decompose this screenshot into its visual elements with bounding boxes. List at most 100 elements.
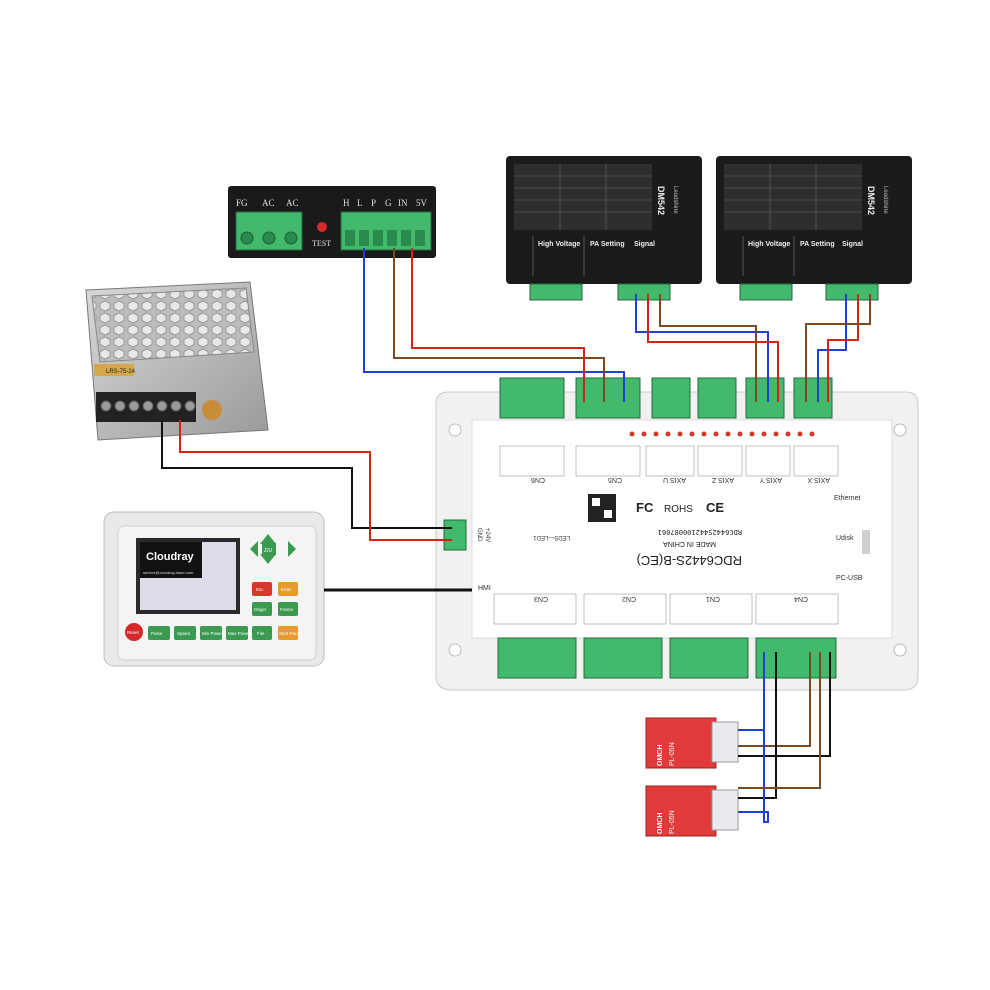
driver-1-signal-terminal xyxy=(617,283,671,301)
led-label: LEDS—LED1 xyxy=(533,534,570,540)
udisk-port[interactable] xyxy=(862,530,870,554)
frame-button[interactable] xyxy=(278,602,298,616)
ethernet-label: Ethernet xyxy=(834,495,861,502)
sensor-1-model: PL-05N xyxy=(669,742,676,766)
min-power-button[interactable] xyxy=(200,626,222,640)
laser-power-supply: FG AC AC TEST H L P G IN 5V xyxy=(228,186,436,258)
wire-brown-sensor2 xyxy=(738,652,821,789)
wire-brown-sensor1 xyxy=(738,652,811,747)
reset-label: Reset xyxy=(127,630,140,635)
speed-button[interactable] xyxy=(174,626,196,640)
wire-red-24v xyxy=(179,420,452,541)
file-button[interactable] xyxy=(252,626,272,640)
wires xyxy=(161,248,871,823)
driver-2-brand: Leadshine xyxy=(882,186,888,214)
stepper-driver-1: DM542 Leadshine High Voltage PA Setting … xyxy=(506,156,702,301)
psu-label-ac2: AC xyxy=(286,198,299,208)
mount-hole xyxy=(893,423,907,437)
pulse-button[interactable] xyxy=(148,626,170,640)
label-cn5: CN5 xyxy=(608,476,622,483)
enter-label: Enter xyxy=(281,587,292,592)
pulse-label: Pulse xyxy=(151,631,163,636)
bottom-terminals xyxy=(497,637,837,679)
wire-blue-laser-l xyxy=(363,248,625,402)
wire-blue-sensor2 xyxy=(738,730,769,823)
driver-1-power-terminal xyxy=(529,283,583,301)
wire-brown-driver2 xyxy=(805,294,871,402)
made-in-china: MADE IN CHINA xyxy=(663,540,716,547)
wire-blue-driver2 xyxy=(817,294,847,402)
label-axis-u: AXIS U xyxy=(663,476,686,483)
wire-red-laser-in xyxy=(411,248,585,402)
arrow-left-icon[interactable] xyxy=(250,541,258,557)
start-pause-button[interactable] xyxy=(278,626,298,640)
label-cn3: CN3 xyxy=(534,595,548,602)
psu-label-in: IN xyxy=(398,198,408,208)
origin-button[interactable] xyxy=(252,602,272,616)
board-power-24v: +24V xyxy=(484,528,490,542)
psu-right-terminal-labels: H L P G IN 5V xyxy=(343,198,428,208)
bottom-connector-labels: CN3 CN2 CN1 CN4 xyxy=(493,593,839,625)
psu-label-ac1: AC xyxy=(262,198,275,208)
lcd-logo-area xyxy=(140,542,202,578)
board-face xyxy=(471,419,893,639)
mount-hole xyxy=(448,423,462,437)
led-row xyxy=(629,431,815,437)
driver-2-pa: PA Setting xyxy=(800,241,835,248)
max-power-label: Max Power xyxy=(228,631,251,636)
label-axis-x: AXIS X xyxy=(807,476,830,483)
label-cn2: CN2 xyxy=(622,595,636,602)
psu-label-g: G xyxy=(385,198,392,208)
driver-2-signal: Signal xyxy=(842,241,863,248)
psu-model: LRS-75-24 xyxy=(106,369,136,375)
limit-sensor-2: OMCH PL-05N xyxy=(645,785,739,837)
label-cn6: CN6 xyxy=(531,476,545,483)
origin-label: Origin xyxy=(254,607,267,612)
top-terminals xyxy=(499,377,833,419)
label-axis-z: AXIS Z xyxy=(711,476,734,483)
limit-sensor-1: OMCH PL-05N xyxy=(645,717,739,769)
max-power-button[interactable] xyxy=(226,626,248,640)
test-button[interactable] xyxy=(317,222,327,232)
speed-label: Speed xyxy=(177,631,191,636)
arrow-down-icon[interactable] xyxy=(260,554,276,564)
zu-button[interactable] xyxy=(262,543,276,555)
sensor-2-clear-head xyxy=(711,789,739,831)
psu-label-h: H xyxy=(343,198,350,208)
fc-logo: FC xyxy=(636,500,654,515)
driver-2-signal-terminal xyxy=(825,283,879,301)
arrow-right-icon[interactable] xyxy=(288,541,296,557)
sensor-1-brand: OMCH xyxy=(657,745,664,766)
wire-red-driver1 xyxy=(647,294,779,402)
control-panel: Cloudray service@cloudray-laser.com Z/U … xyxy=(103,511,325,667)
driver-1-pa: PA Setting xyxy=(590,241,625,248)
start-pause-label: Start Pause xyxy=(279,631,303,636)
label-cn4: CN4 xyxy=(794,595,808,602)
driver-1-brand: Leadshine xyxy=(672,186,678,214)
direction-pad[interactable]: Z/U xyxy=(250,534,296,564)
esc-button[interactable] xyxy=(252,582,272,596)
wire-black-24v-gnd xyxy=(161,420,452,529)
driver-1-table xyxy=(514,164,652,230)
psu-left-terminal-block xyxy=(235,211,303,251)
driver-2-table xyxy=(724,164,862,230)
min-power-label: Min Power xyxy=(202,631,224,636)
psu-coil xyxy=(202,400,222,420)
psu-label-5v: 5V xyxy=(416,198,428,208)
sensor-1-clear-head xyxy=(711,721,739,763)
psu-label-p: P xyxy=(371,198,376,208)
frame-label: Frame xyxy=(280,607,293,612)
enter-button[interactable] xyxy=(278,582,298,596)
driver-1-hv: High Voltage xyxy=(538,241,580,248)
psu-label-fg: FG xyxy=(236,198,248,208)
arrow-up-icon[interactable] xyxy=(260,534,276,544)
sensor-2-brand: OMCH xyxy=(657,813,664,834)
wire-blue-driver1 xyxy=(635,294,769,402)
driver-1-signal: Signal xyxy=(634,241,655,248)
top-connector-labels: CN6 CN5 AXIS U AXIS Z AXIS Y AXIS X xyxy=(499,445,839,483)
pc-usb-label: PC-USB xyxy=(836,575,863,582)
rohs-logo: ROHS xyxy=(664,504,693,515)
reset-button[interactable] xyxy=(125,623,143,641)
wire-brown-laser-g xyxy=(393,248,605,402)
